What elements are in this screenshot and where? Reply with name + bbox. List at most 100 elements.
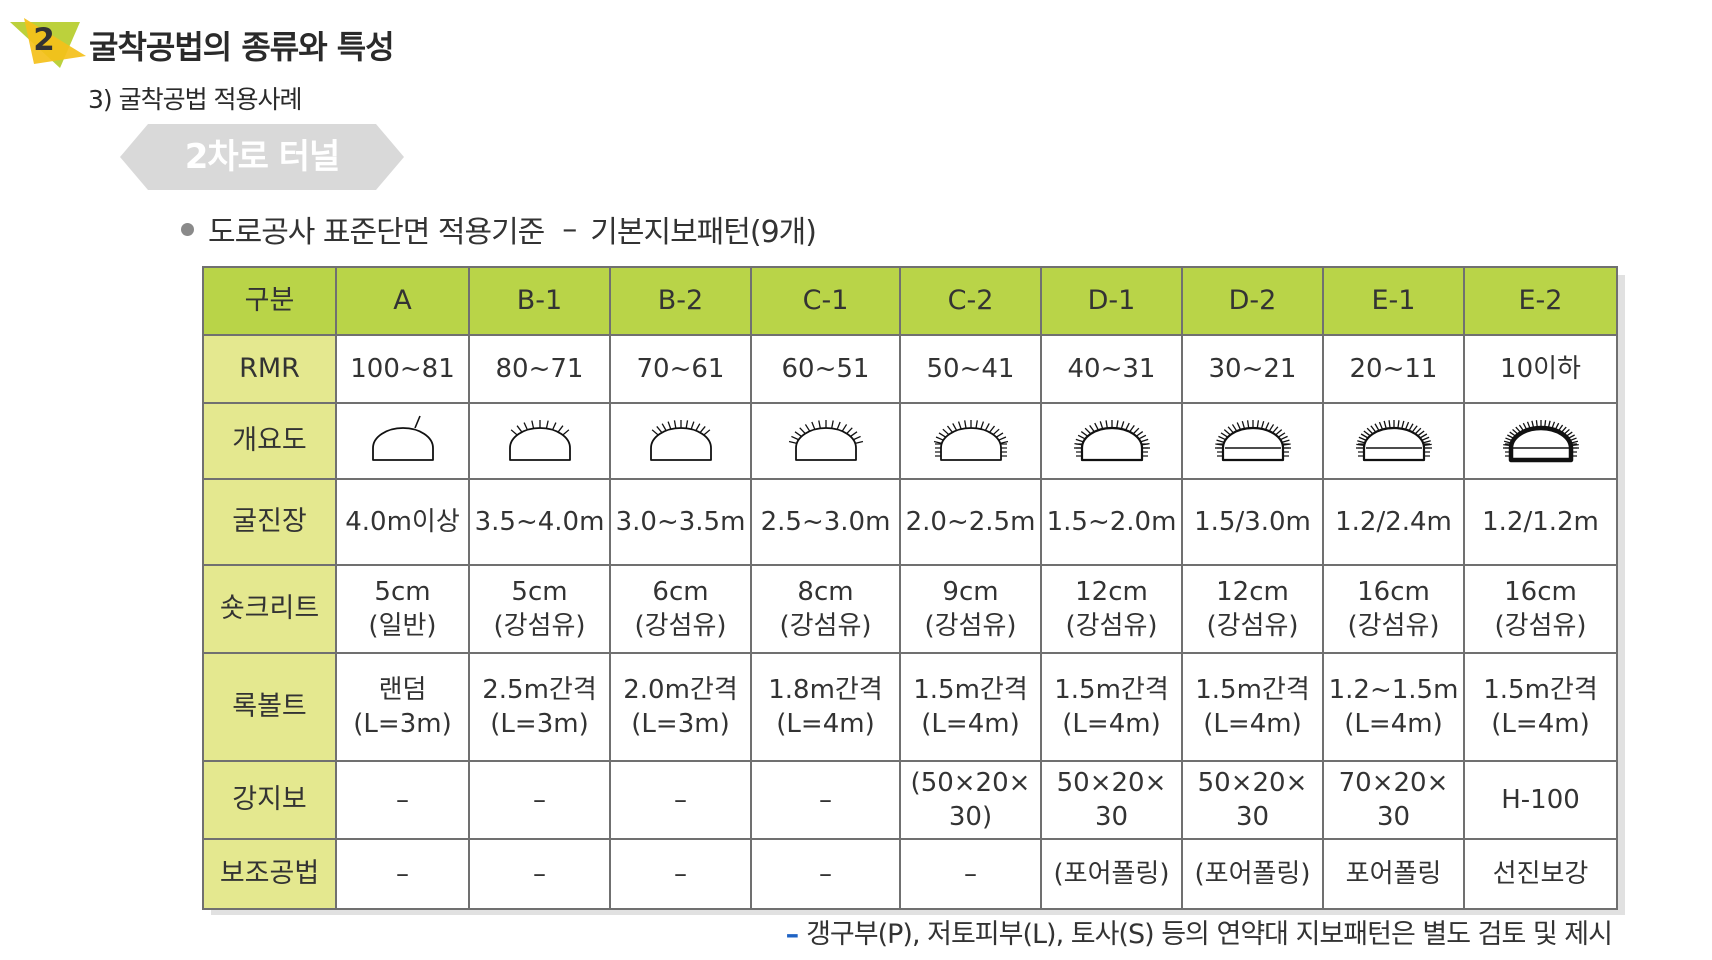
cell-line-bottom: (강섬유) xyxy=(634,611,727,641)
section-badge-icon xyxy=(10,18,86,68)
table-cell: 8cm (강섬유) xyxy=(750,564,901,654)
bullet-suffix: 기본지보패턴(9개) xyxy=(590,215,817,250)
row-label: 숏크리트 xyxy=(202,564,337,654)
table-cell: 3.5~4.0m xyxy=(468,478,611,566)
cell-line-top: 1.8m간격 xyxy=(768,675,883,705)
table-cell: 16cm (강섬유) xyxy=(1322,564,1465,654)
table-cell: 5cm(일반) xyxy=(335,564,470,654)
cell-line-bottom: 30) xyxy=(948,802,993,832)
diagram-cell xyxy=(1463,402,1618,480)
cell-line-top: 2.0m간격 xyxy=(623,675,738,705)
header-cell: D-1 xyxy=(1040,266,1183,336)
table-cell: – xyxy=(609,838,752,910)
cell-line-top: 16cm xyxy=(1357,577,1430,607)
table-cell: 1.2/2.4m xyxy=(1322,478,1465,566)
cell-line-bottom: (강섬유) xyxy=(493,611,586,641)
table-cell: – xyxy=(899,838,1042,910)
cell-line-bottom: (L=3m) xyxy=(490,709,589,739)
tunnel-section-icon xyxy=(1073,420,1150,462)
table-cell: 1.5m간격 (L=4m) xyxy=(899,652,1042,762)
table-cell: 10이하 xyxy=(1463,334,1618,404)
table-cell: 30~21 xyxy=(1181,334,1324,404)
bullet-heading: 도로공사 표준단면 적용기준 – 기본지보패턴(9개) xyxy=(181,207,817,251)
tag-label: 2차로 터널 xyxy=(184,137,341,177)
table-cell: 1.5m간격 (L=4m) xyxy=(1463,652,1618,762)
footnote: –갱구부(P), 저토피부(L), 토사(S) 등의 연약대 지보패턴은 별도 … xyxy=(786,912,1613,951)
bullet-text: 도로공사 표준단면 적용기준 xyxy=(208,215,545,250)
cell-line-top: 50×20× xyxy=(1056,768,1167,798)
table-cell: 랜덤(L=3m) xyxy=(335,652,470,762)
table-row: 굴진장 4.0m이상 3.5~4.0m 3.0~3.5m 2.5~3.0m 2.… xyxy=(202,478,1618,566)
header-cell: B-1 xyxy=(468,266,611,336)
row-label: 강지보 xyxy=(202,760,337,840)
diagram-cell xyxy=(468,402,611,480)
table-cell: 1.5m간격 (L=4m) xyxy=(1040,652,1183,762)
table-cell: 포어폴링 xyxy=(1322,838,1465,910)
cell-line-top: 16cm xyxy=(1504,577,1577,607)
cell-line-bottom: (강섬유) xyxy=(1347,611,1440,641)
tunnel-section-icon xyxy=(649,420,712,461)
cell-line-bottom: (L=3m) xyxy=(353,709,452,739)
cell-line-top: 1.5m간격 xyxy=(1483,675,1598,705)
table-cell: 12cm(강섬유) xyxy=(1040,564,1183,654)
cell-line-bottom: (강섬유) xyxy=(924,611,1017,641)
cell-line-top: 5cm xyxy=(511,577,568,607)
table-cell: 1.2/1.2m xyxy=(1463,478,1618,566)
diagram-cell xyxy=(899,402,1042,480)
table-cell: 1.5/3.0m xyxy=(1181,478,1324,566)
cell-line-top: 1.5m간격 xyxy=(913,675,1028,705)
tunnel-section-icon xyxy=(371,415,434,461)
cell-line-top: 8cm xyxy=(797,577,854,607)
cell-line-top: 1.5m간격 xyxy=(1195,675,1310,705)
table-cell: 3.0~3.5m xyxy=(609,478,752,566)
row-label: 개요도 xyxy=(202,402,337,480)
table-cell: (포어폴링) xyxy=(1040,838,1183,910)
cell-line-top: – xyxy=(674,785,687,815)
diagram-cell xyxy=(609,402,752,480)
row-label: RMR xyxy=(202,334,337,404)
table-cell: 50×20× 30 xyxy=(1040,760,1183,840)
cell-line-top: 70×20× xyxy=(1338,768,1449,798)
row-label: 굴진장 xyxy=(202,478,337,566)
cell-line-top: 12cm xyxy=(1216,577,1289,607)
table-cell: 1.5m간격(L=4m) xyxy=(1181,652,1324,762)
table-cell: 60~51 xyxy=(750,334,901,404)
header-cell: 구분 xyxy=(202,266,337,336)
cell-line-top: (50×20× xyxy=(910,768,1031,798)
cell-line-bottom: (L=4m) xyxy=(1491,709,1590,739)
header-cell: D-2 xyxy=(1181,266,1324,336)
cell-line-bottom: 30 xyxy=(1094,802,1129,832)
header-cell: E-2 xyxy=(1463,266,1618,336)
tunnel-section-icon xyxy=(1214,420,1291,462)
table-cell: (50×20× 30) xyxy=(899,760,1042,840)
tunnel-section-icon xyxy=(933,420,1008,461)
table-cell: 70~61 xyxy=(609,334,752,404)
table-cell: H-100 xyxy=(1463,760,1618,840)
cell-line-top: 1.5m간격 xyxy=(1054,675,1169,705)
table-cell: 20~11 xyxy=(1322,334,1465,404)
footnote-text: 갱구부(P), 저토피부(L), 토사(S) 등의 연약대 지보패턴은 별도 검… xyxy=(806,919,1613,950)
diagram-cell xyxy=(335,402,470,480)
cell-line-bottom: 30 xyxy=(1235,802,1270,832)
table-cell: – xyxy=(468,760,611,840)
table-cell: – xyxy=(335,838,470,910)
cell-line-bottom: (L=4m) xyxy=(921,709,1020,739)
cell-line-bottom: (L=4m) xyxy=(1062,709,1161,739)
cell-line-bottom: (강섬유) xyxy=(779,611,872,641)
table-cell: 선진보강 xyxy=(1463,838,1618,910)
tunnel-section-icon xyxy=(1355,420,1432,462)
table-cell: 1.2~1.5m(L=4m) xyxy=(1322,652,1465,762)
table-row: 록볼트 랜덤(L=3m) 2.5m간격(L=3m) 2.0m간격(L=3m) 1… xyxy=(202,652,1618,762)
diagram-cell xyxy=(1040,402,1183,480)
cell-line-bottom: (강섬유) xyxy=(1494,611,1587,641)
tag-banner-shape xyxy=(120,124,404,190)
cell-line-bottom: (일반) xyxy=(368,611,437,641)
cell-line-top: 6cm xyxy=(652,577,709,607)
diagram-cell xyxy=(1181,402,1324,480)
cell-line-top: – xyxy=(396,785,409,815)
cell-line-top: 2.5m간격 xyxy=(482,675,597,705)
table-cell: – xyxy=(609,760,752,840)
table-cell: 2.0~2.5m xyxy=(899,478,1042,566)
table-cell: 2.5m간격 (L=3m) xyxy=(468,652,611,762)
bullet-separator: – xyxy=(562,211,577,247)
